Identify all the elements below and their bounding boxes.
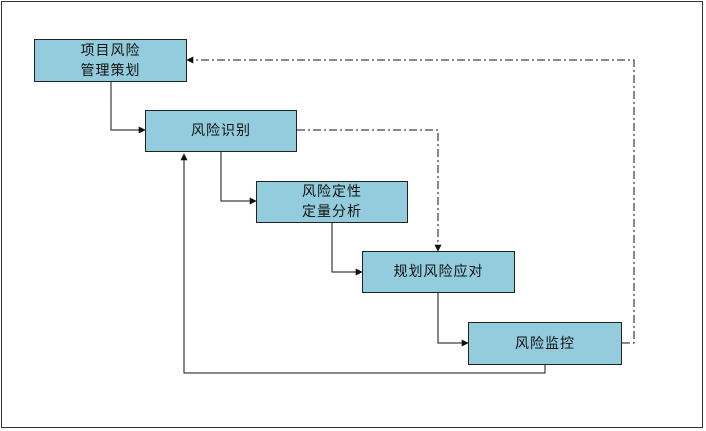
node-risk-identification: 风险识别	[145, 110, 297, 152]
node-risk-identification-label: 风险识别	[191, 123, 251, 139]
connector-identify-to-response-dashed	[297, 129, 442, 252]
node-risk-response-planning: 规划风险应对	[362, 251, 515, 293]
node-risk-monitoring: 风险监控	[468, 322, 622, 365]
node-risk-monitoring-label: 风险监控	[515, 335, 575, 352]
connector-qualitative-to-response	[331, 223, 363, 276]
connector-monitor-to-identify	[180, 153, 546, 374]
node-risk-analysis-label: 风险定性 定量分析	[302, 184, 362, 220]
connector-identify-to-qualitative	[220, 152, 257, 205]
node-risk-response-planning-label: 规划风险应对	[393, 264, 484, 280]
connector-response-to-monitor	[437, 293, 469, 347]
node-risk-planning: 项目风险 管理策划	[34, 39, 187, 82]
node-risk-planning-label: 项目风险 管理策划	[80, 42, 141, 79]
connector-planning-to-identify	[110, 82, 146, 134]
node-risk-analysis: 风险定性 定量分析	[256, 181, 408, 223]
connector-monitor-to-planning-dashed	[186, 56, 635, 344]
